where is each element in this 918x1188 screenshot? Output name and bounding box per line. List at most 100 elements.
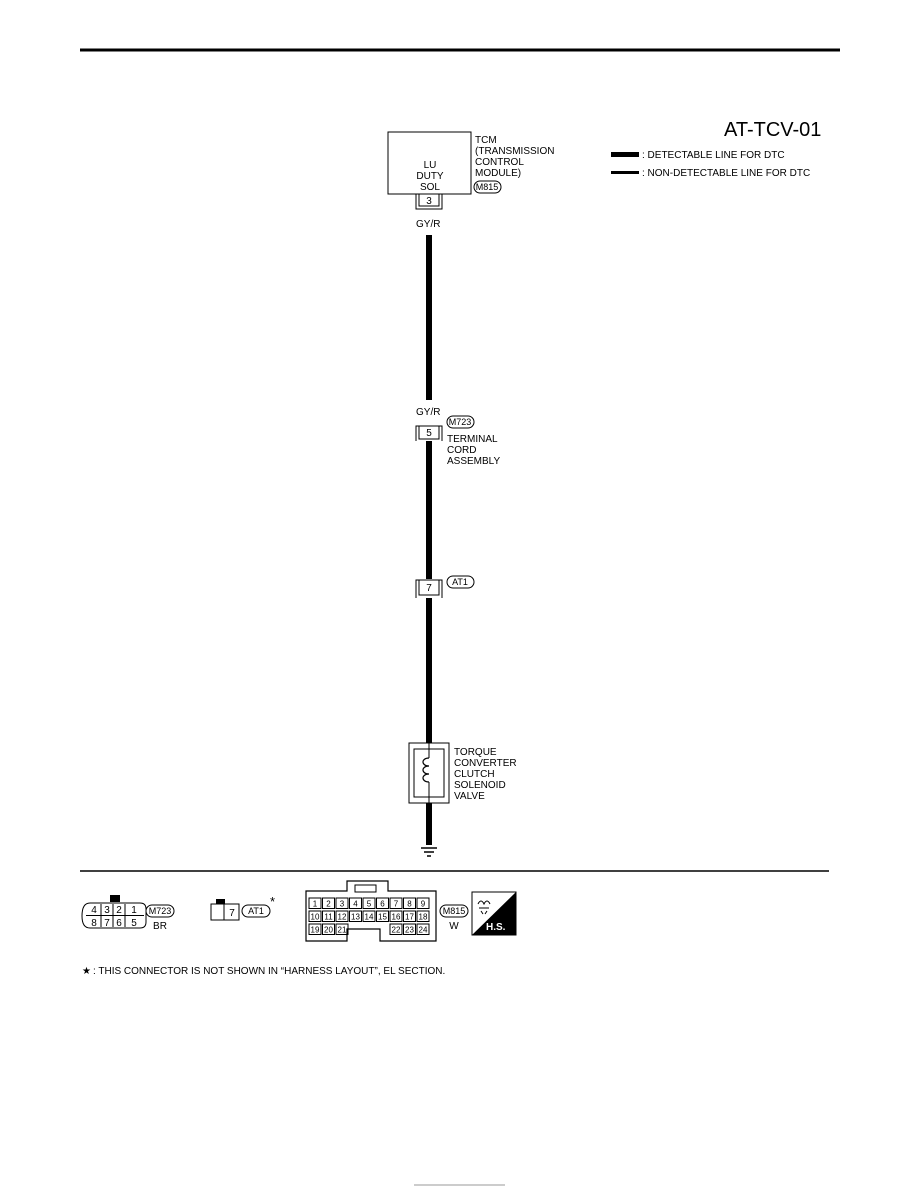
tcm-terminal-number: 3 [426,196,432,207]
m815-pin-10: 10 [311,913,320,922]
m815-pin-19: 19 [311,926,320,935]
tcm-connector-label: M815 [476,182,499,192]
m815-pin-23: 23 [405,926,414,935]
detectable-line-swatch [611,152,639,157]
legend-detectable-label: : DETECTABLE LINE FOR DTC [642,150,785,161]
at1-view-tag [241,904,271,918]
m815-pin-18: 18 [419,913,428,922]
m723-connector-tag [446,415,475,429]
solenoid-name-2: CONVERTER [454,758,517,769]
legend: : DETECTABLE LINE FOR DTC : NON-DETECTAB… [611,150,810,179]
wire-tcm-to-m723 [426,235,432,400]
at1-lock-tab [216,899,225,904]
m723-pin-2: 2 [116,905,122,916]
terminal-cord-name-1: TERMINAL [447,434,498,445]
m723-connector-view: 4 3 2 1 8 7 6 5 M723 BR [81,895,175,932]
m723-pin-3: 3 [104,905,110,916]
footnote-text: : THIS CONNECTOR IS NOT SHOWN IN “HARNES… [93,966,445,977]
solenoid-coil-icon [422,757,430,783]
m723-terminal-number: 5 [426,428,432,439]
tcm-name-1: TCM [475,135,497,146]
m815-pin-17: 17 [405,913,414,922]
terminal-cord-name-2: CORD [447,445,476,456]
m815-pin-6: 6 [380,900,385,909]
m815-pin-13: 13 [351,913,360,922]
m815-pin-12: 12 [338,913,347,922]
torque-converter-solenoid: TORQUE CONVERTER CLUTCH SOLENOID VALVE [408,742,517,804]
m723-pin-4: 4 [91,905,97,916]
non-detectable-line-swatch [611,171,639,174]
m815-view-label: M815 [443,906,466,916]
m815-pin-9-cell [416,897,430,909]
m815-pin-17-cell [403,910,416,922]
m723-face-outline [81,902,147,929]
solenoid-name-5: VALVE [454,791,485,802]
m723-pin-5: 5 [131,918,137,929]
ground-icon [421,847,437,857]
m723-pin-7: 7 [104,918,110,929]
tcm-module: LU DUTY SOL TCM (TRANSMISSION CONTROL MO… [387,131,554,230]
m815-pin-3: 3 [340,900,345,909]
m815-pin-8-cell [403,897,416,909]
m723-view-label: M723 [149,906,172,916]
m815-pin-8: 8 [407,900,412,909]
tcm-connector-tag [473,180,502,194]
tcm-terminal-bracket [415,194,443,210]
m815-pin-21: 21 [338,926,347,935]
wire-solenoid-to-ground [426,803,432,845]
at1-face-outline [210,903,240,921]
m815-pin-18-cell [416,910,430,922]
m723-connector-label: M723 [449,417,472,427]
tcm-name-2: (TRANSMISSION [475,146,554,157]
tcm-name-3: CONTROL [475,157,524,168]
m815-view-tag [439,904,469,918]
terminal-cord-connector: GY/R M723 5 TERMINAL CORD ASSEMBLY [415,407,500,467]
m815-pin-22: 22 [392,926,401,935]
m723-terminal-box [418,425,440,440]
m815-pin-22-cell [389,923,403,935]
at1-view-label: AT1 [248,906,264,916]
m815-pin-24-cell [416,923,430,935]
tcm-box-label-3: SOL [420,182,440,193]
m815-pin-4: 4 [353,900,358,909]
m815-pin-1-cell [308,897,322,909]
m815-pin-2-cell [322,897,335,909]
hs-badge-icon: H.S. [471,891,517,936]
tcm-name-4: MODULE) [475,168,521,179]
tcm-box-label-1: LU [424,160,437,171]
m815-pin-10-cell [308,910,322,922]
at1-connector-label: AT1 [452,577,468,587]
m815-pin-1: 1 [313,900,318,909]
m815-pin-6-cell [376,897,389,909]
m815-pin-15: 15 [378,913,387,922]
m815-latch [354,884,377,893]
m815-pin-16-cell [389,910,403,922]
m815-pin-11-cell [322,910,335,922]
footnote-star: ★ [82,966,91,977]
m815-pin-20: 20 [324,926,333,935]
m815-pin-21-cell [335,923,349,935]
at1-connector-tag [446,575,475,589]
m815-pin-3-cell [335,897,349,909]
m815-pin-15-cell [376,910,389,922]
m815-pin-12-cell [335,910,349,922]
m815-pin-5: 5 [367,900,372,909]
wire-m723-to-at1 [426,441,432,579]
m815-pin-14: 14 [365,913,374,922]
m723-pin-1: 1 [131,905,137,916]
m815-pin-19-cell [308,923,322,935]
m723-pin-8: 8 [91,918,97,929]
at1-terminal-number: 7 [426,583,432,594]
m815-face-outline [305,880,437,942]
diagram-id: AT-TCV-01 [724,119,821,141]
terminal-cord-name-3: ASSEMBLY [447,456,500,467]
m815-pin-7-cell [389,897,403,909]
at1-view-pin: 7 [229,908,235,919]
m815-pin-4-cell [349,897,362,909]
m723-view-color: BR [153,921,167,932]
m723-pin-6: 6 [116,918,122,929]
tcm-wire-color: GY/R [416,219,440,230]
m815-pin-5-cell [362,897,376,909]
